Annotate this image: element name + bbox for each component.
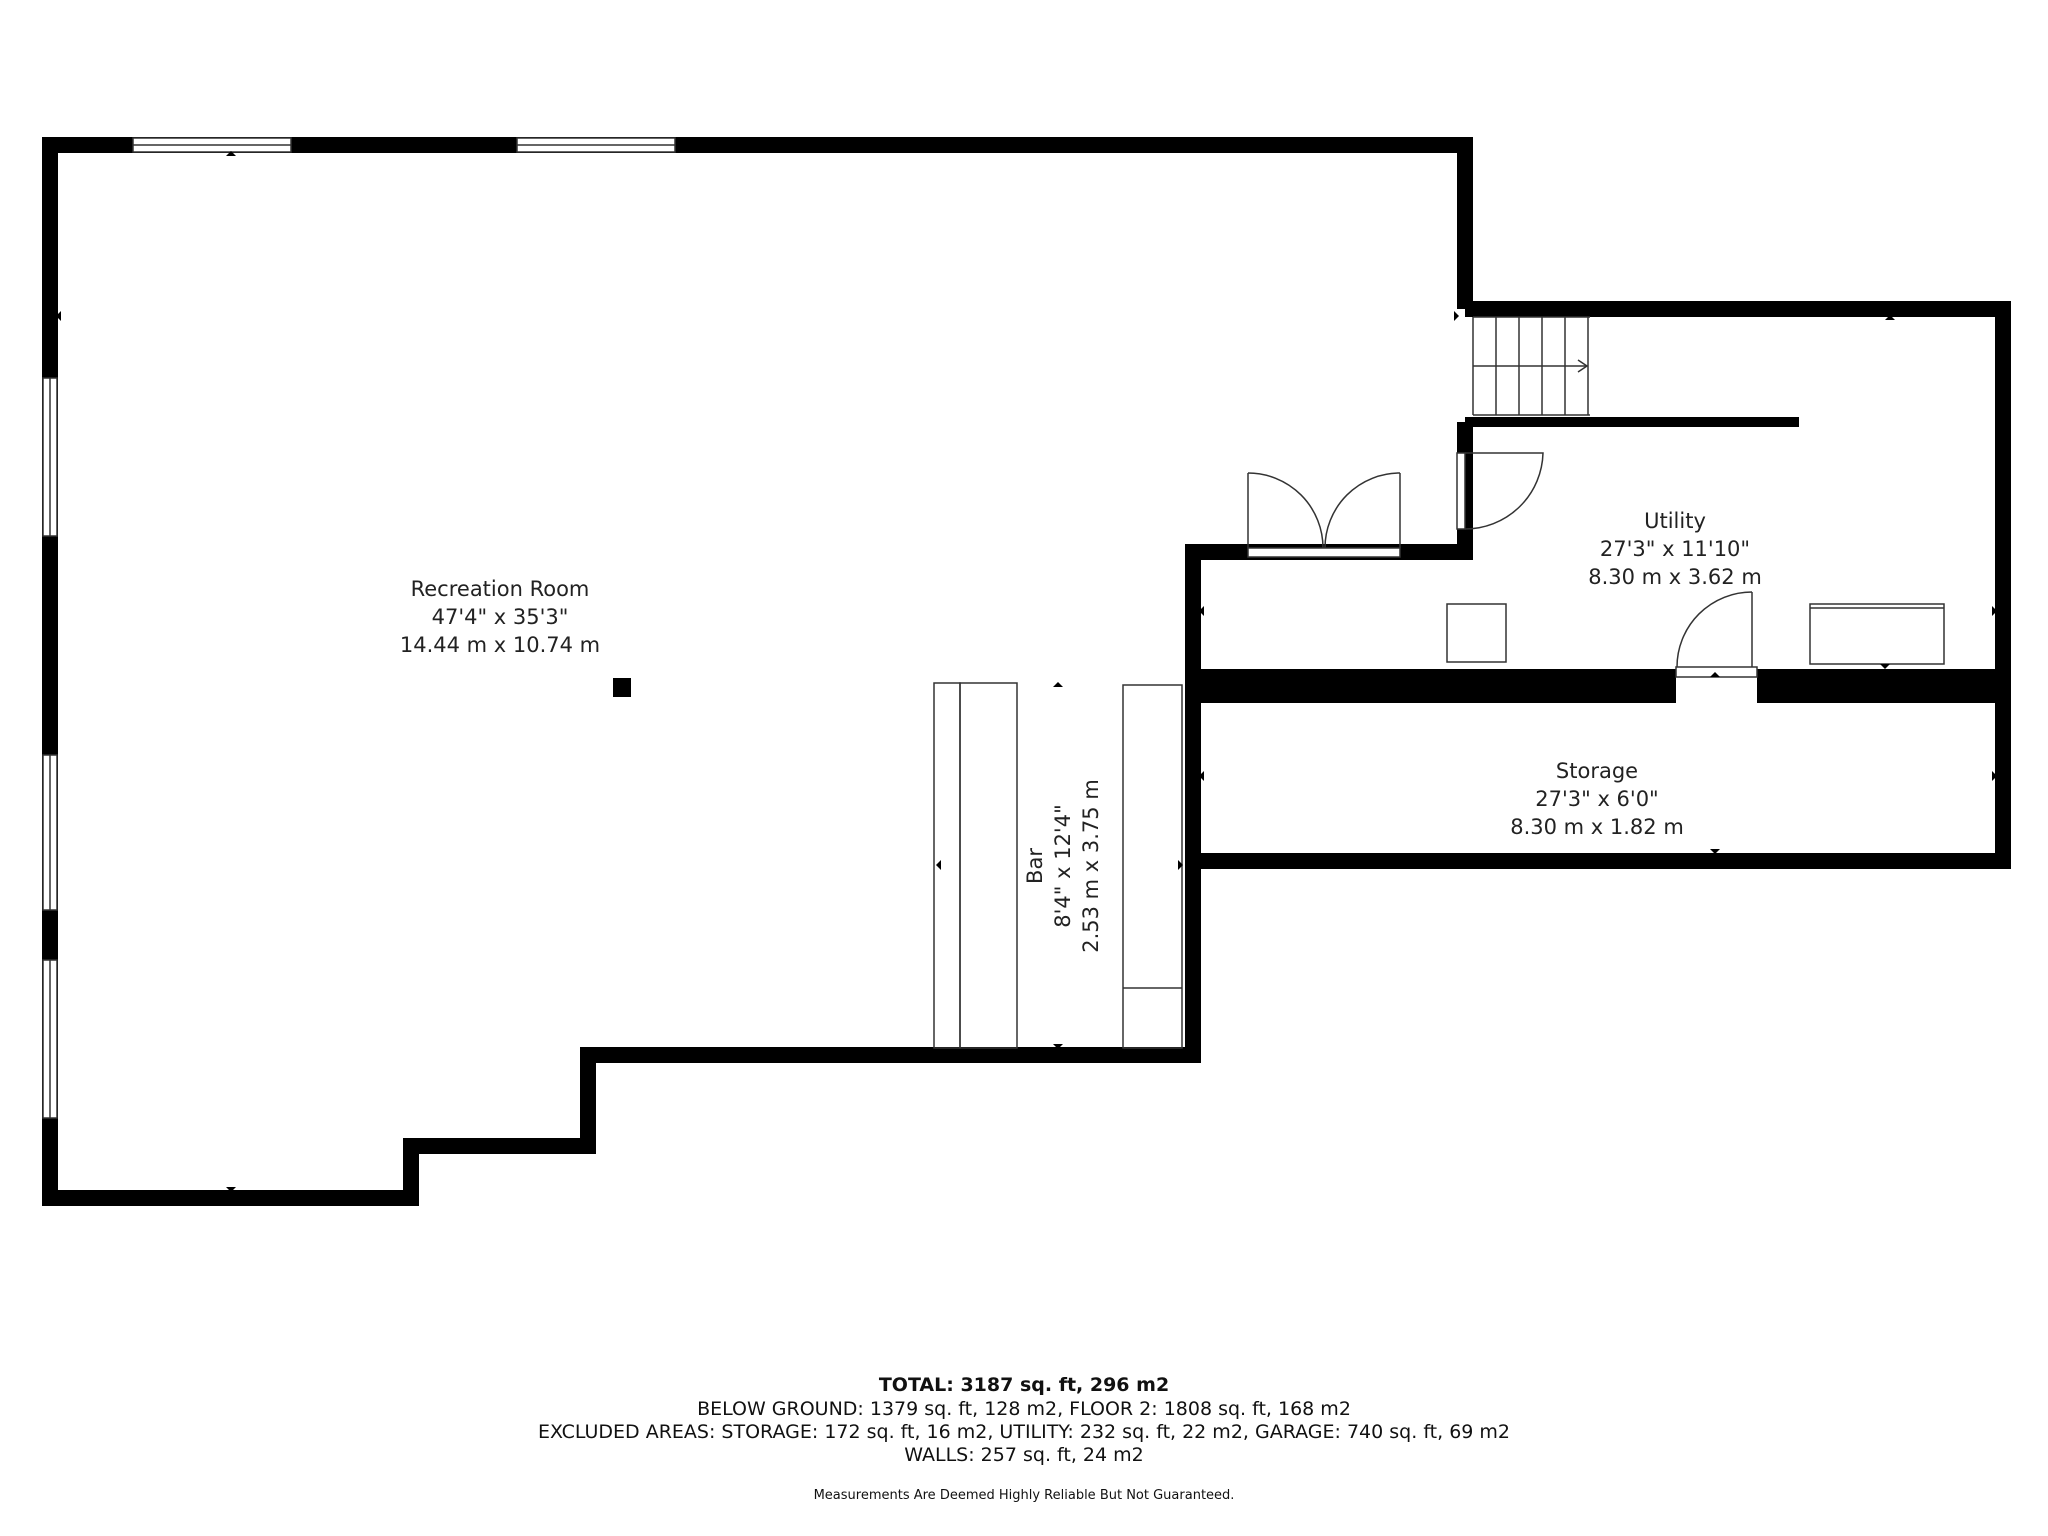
utility-appliance — [1446, 603, 1507, 663]
bar-counter-top — [959, 682, 1018, 1049]
disclaimer: Measurements Are Deemed Highly Reliable … — [813, 1488, 1235, 1503]
walls — [42, 137, 2011, 1206]
bar-back-counter — [1122, 684, 1183, 1049]
recreation-room-imperial: 47'4" x 35'3" — [432, 605, 569, 629]
room-labels: Recreation Room 47'4" x 35'3" 14.44 m x … — [400, 509, 1762, 953]
window-left-3 — [42, 959, 58, 1119]
window-top-1 — [132, 137, 292, 153]
walls-area: WALLS: 257 sq. ft, 24 m2 — [904, 1444, 1144, 1466]
recreation-room-name: Recreation Room — [411, 577, 590, 601]
window-top-2 — [516, 137, 676, 153]
storage-imperial: 27'3" x 6'0" — [1535, 787, 1658, 811]
bar-label-group: Bar 8'4" x 12'4" 2.53 m x 3.75 m — [1023, 779, 1103, 953]
storage-name: Storage — [1556, 759, 1638, 783]
windows — [42, 137, 676, 1119]
double-door — [1247, 472, 1401, 558]
bar-name: Bar — [1023, 848, 1047, 884]
excluded-areas: EXCLUDED AREAS: STORAGE: 172 sq. ft, 16 … — [537, 1421, 1511, 1443]
fixtures — [613, 603, 1945, 1049]
stairs — [1472, 316, 1590, 416]
doors — [1247, 452, 1758, 678]
window-left-1 — [42, 377, 58, 537]
below-ground-area: BELOW GROUND: 1379 sq. ft, 128 m2, FLOOR… — [697, 1398, 1351, 1420]
dimension-markers — [56, 151, 1997, 1192]
storage-metric: 8.30 m x 1.82 m — [1510, 815, 1684, 839]
bar-metric: 2.53 m x 3.75 m — [1079, 779, 1103, 953]
utility-name: Utility — [1644, 509, 1706, 533]
utility-counter — [1809, 603, 1945, 665]
recreation-room-metric: 14.44 m x 10.74 m — [400, 633, 600, 657]
bar-imperial: 8'4" x 12'4" — [1051, 804, 1075, 927]
support-post — [613, 678, 631, 697]
total-area: TOTAL: 3187 sq. ft, 296 m2 — [878, 1374, 1170, 1396]
utility-imperial: 27'3" x 11'10" — [1600, 537, 1750, 561]
utility-entry-door — [1456, 452, 1544, 530]
storage-door — [1675, 591, 1758, 678]
utility-outline — [1185, 301, 2011, 869]
utility-metric: 8.30 m x 3.62 m — [1588, 565, 1762, 589]
window-left-2 — [42, 754, 58, 911]
recreation-room-outline — [42, 137, 1473, 1206]
